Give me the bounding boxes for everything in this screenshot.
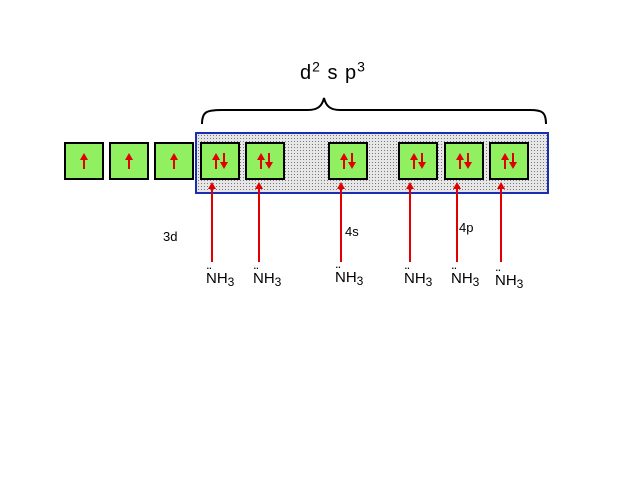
orbital-box (64, 142, 104, 180)
orbital-square (200, 142, 240, 180)
ligand-donation-arrow-head (208, 182, 216, 189)
electron-up-arrow-head (501, 153, 509, 160)
ligand-nh3-label: ..NH3 (253, 257, 282, 289)
electron-up-arrow-head (125, 153, 133, 160)
electron-down-arrow-head (348, 162, 356, 169)
lone-pair-dots: .. (253, 257, 259, 272)
orbital-square (489, 142, 529, 180)
lone-pair-dots: .. (335, 256, 341, 271)
ligand-subscript: 3 (274, 275, 282, 289)
electron-up-arrow-head (170, 153, 178, 160)
electron-up-arrow-head (257, 153, 265, 160)
ligand-subscript: 3 (356, 274, 364, 288)
ligand-nh3-label: ..NH3 (206, 257, 235, 289)
ligand-nh3-label: ..NH3 (404, 257, 433, 289)
orbital-square (398, 142, 438, 180)
ligand-donation-arrow-head (337, 182, 345, 189)
orbital-square (444, 142, 484, 180)
ligand-donation-arrow-head (497, 182, 505, 189)
subshell-label-4p: 4p (459, 220, 474, 235)
electron-up-arrow-head (456, 153, 464, 160)
ligand-formula: NH (206, 270, 228, 287)
ligand-donation-arrow-head (406, 182, 414, 189)
orbital-box (154, 142, 194, 180)
electron-up-arrow-head (80, 153, 88, 160)
electron-down-arrow-head (464, 162, 472, 169)
orbital-box (398, 142, 438, 180)
orbital-box (328, 142, 368, 180)
electron-down-arrow-head (265, 162, 273, 169)
ligand-formula: NH (451, 270, 473, 287)
orbital-square (245, 142, 285, 180)
ligand-nh3-label: ..NH3 (451, 257, 480, 289)
ligand-subscript: 3 (227, 275, 235, 289)
lone-pair-dots: .. (495, 259, 501, 274)
orbital-box (245, 142, 285, 180)
subshell-label-3d: 3d (163, 229, 178, 244)
electron-up-arrow-head (410, 153, 418, 160)
ligand-formula: NH (404, 270, 426, 287)
lone-pair-dots: .. (451, 257, 457, 272)
ligand-donation-arrow-head (453, 182, 461, 189)
subshell-label-4s: 4s (345, 224, 359, 239)
electron-down-arrow-head (418, 162, 426, 169)
ligand-formula: NH (335, 269, 357, 286)
orbital-box (444, 142, 484, 180)
orbital-box (489, 142, 529, 180)
lone-pair-dots: .. (404, 257, 410, 272)
orbital-square (328, 142, 368, 180)
electron-down-arrow-head (220, 162, 228, 169)
ligand-donation-arrow-head (255, 182, 263, 189)
lone-pair-dots: .. (206, 257, 212, 272)
ligand-formula: NH (253, 270, 275, 287)
orbital-box (200, 142, 240, 180)
electron-up-arrow-head (212, 153, 220, 160)
hybridization-label: d2 s p3 (300, 58, 366, 84)
ligand-nh3-label: ..NH3 (335, 256, 364, 288)
ligand-subscript: 3 (425, 275, 433, 289)
ligand-nh3-label: ..NH3 (495, 259, 524, 291)
hybrid-brace (201, 97, 547, 125)
electron-down-arrow-head (509, 162, 517, 169)
ligand-formula: NH (495, 272, 517, 289)
orbital-box (109, 142, 149, 180)
ligand-subscript: 3 (472, 275, 480, 289)
electron-up-arrow-head (340, 153, 348, 160)
ligand-subscript: 3 (516, 277, 524, 291)
